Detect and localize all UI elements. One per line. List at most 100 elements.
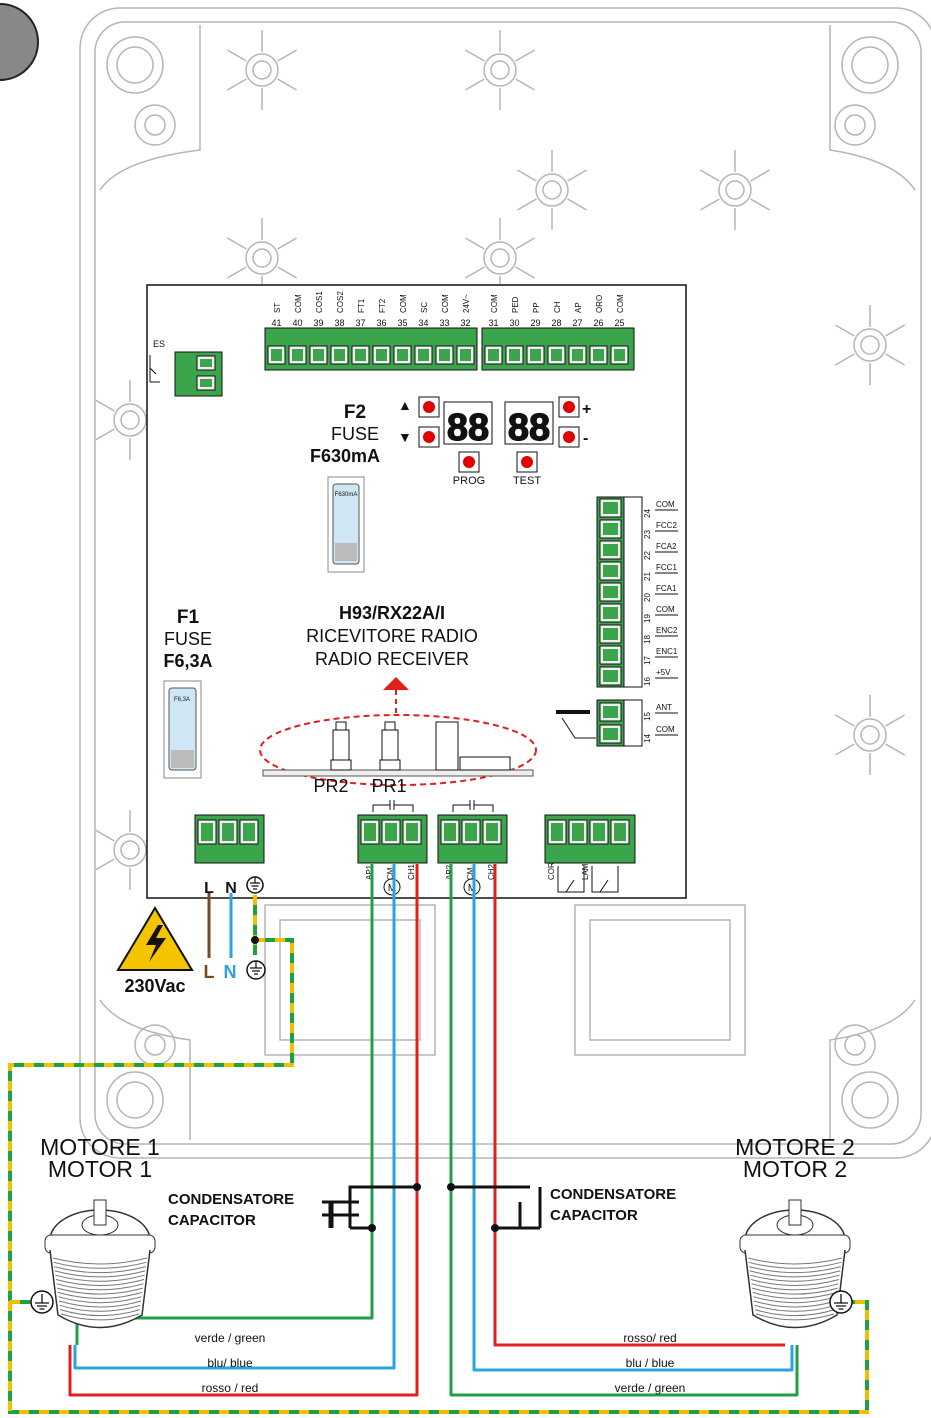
capacitor-1 [322, 1185, 414, 1228]
top-terminal-number: 26 [593, 318, 603, 328]
prog-label: PROG [453, 475, 485, 487]
motor-earth-icon [829, 1290, 853, 1314]
pr1-label: PR1 [371, 776, 406, 796]
radio-receiver: H93/RX22A/I RICEVITORE RADIO RADIO RECEI… [259, 603, 537, 796]
right-terminal-label: FCA1 [656, 584, 677, 593]
motor-symbol: M [388, 883, 396, 894]
capacitor1-line2: CAPACITOR [168, 1212, 256, 1229]
down-arrow-icon: ▼ [398, 429, 412, 445]
display-left [443, 401, 493, 445]
fuse-f2-name: F2 [344, 402, 366, 423]
l-label: L [204, 962, 215, 982]
motor2-title: MOTORE 2 [735, 1134, 855, 1160]
right-terminal-number: 23 [643, 530, 652, 539]
top-terminal-block: 41ST40COM39COS138COS237FT136FT235COM34SC… [264, 291, 635, 371]
bottom-terminal-label: CM [466, 867, 475, 880]
motor1-title: MOTORE 1 [40, 1134, 160, 1160]
top-terminal-number: 40 [292, 318, 302, 328]
standoff [834, 305, 906, 385]
top-terminal-number: 37 [355, 318, 365, 328]
top-terminal-number: 27 [572, 318, 582, 328]
top-terminal-label: COS1 [315, 291, 324, 313]
right-terminal-block: 24COM23FCC222FCA221FCC120FCA119COM18ENC2… [596, 496, 678, 688]
top-terminal-label: FT1 [357, 298, 366, 313]
bottom-terminal-label: CH1 [407, 863, 416, 880]
motor2-subtitle: MOTOR 2 [743, 1156, 847, 1182]
enclosure-standoffs [94, 30, 906, 890]
display-left-digits: 88 [447, 407, 489, 449]
voltage-label: 230Vac [124, 976, 185, 996]
standoff [226, 218, 298, 298]
motors [30, 1199, 853, 1329]
capacitor-2 [451, 1185, 542, 1228]
standoff [516, 150, 588, 230]
enclosure [79, 7, 931, 1159]
control-board [146, 284, 687, 899]
right-terminal-number: 17 [643, 656, 652, 665]
top-terminal-number: 39 [313, 318, 323, 328]
m2-wire-blue-label: blu / blue [626, 1356, 675, 1370]
top-terminal-label: PED [511, 296, 520, 313]
right-terminal-number: 22 [643, 551, 652, 560]
top-terminal-label: COM [616, 294, 625, 313]
display-right-digits: 88 [508, 407, 550, 449]
pcb-n-label: N [225, 880, 237, 897]
standoff [226, 30, 298, 110]
right-terminal-label: +5V [656, 668, 671, 677]
m2-wire-red-label: rosso/ red [623, 1331, 676, 1345]
right-terminal-number: 20 [643, 593, 652, 602]
up-arrow-icon: ▲ [398, 397, 412, 413]
top-terminal-label: COM [490, 294, 499, 313]
standoff [464, 30, 536, 110]
top-terminal-label: COM [399, 294, 408, 313]
es-connector: ES [149, 339, 223, 397]
m1-wire-green-label: verde / green [195, 1331, 266, 1345]
receiver-line1: RICEVITORE RADIO [306, 626, 478, 646]
right-terminal-number: 16 [643, 677, 652, 686]
plus-label: + [582, 401, 591, 418]
antenna-terminal-label: ANT [656, 703, 672, 712]
fuse-f1-rating: F6,3A [163, 651, 212, 671]
pcb-earth-icon [246, 876, 264, 894]
capacitor1-line1: CONDENSATORE [168, 1191, 294, 1208]
m1-wire-blue-label: blu/ blue [207, 1356, 253, 1370]
top-terminal-label: AP [574, 302, 583, 313]
right-terminal-label: FCC1 [656, 563, 677, 572]
right-terminal-label: FCC2 [656, 521, 677, 530]
standoff [834, 695, 906, 775]
test-label: TEST [513, 475, 541, 487]
earth-icon [246, 960, 266, 980]
pcb-l-label: L [204, 880, 214, 897]
top-terminal-label: PP [532, 302, 541, 313]
motor1-subtitle: MOTOR 1 [48, 1156, 152, 1182]
top-terminal-label: 24V~ [462, 294, 471, 313]
right-terminal-label: ENC1 [656, 647, 678, 656]
m1-wire-red-label: rosso / red [202, 1381, 259, 1395]
top-terminal-number: 35 [397, 318, 407, 328]
top-terminal-number: 38 [334, 318, 344, 328]
motor-icon [44, 1199, 156, 1329]
bottom-terminal-label: CM [386, 867, 395, 880]
fuse-f2-type: FUSE [331, 424, 379, 444]
right-terminal-label: COM [656, 605, 675, 614]
fuse-f1-type: FUSE [164, 629, 212, 649]
fuse-f1: F1 FUSE F6,3A F6,3A [163, 607, 213, 779]
fuse-f1-chip: F6,3A [174, 697, 190, 703]
top-terminal-number: 41 [271, 318, 281, 328]
capacitor2-line1: CONDENSATORE [550, 1186, 676, 1203]
right-terminal-label: FCA2 [656, 542, 677, 551]
fuse-f2-rating: F630mA [310, 446, 380, 466]
motor-earth-icon [30, 1290, 54, 1314]
antenna-terminal-number: 14 [643, 734, 652, 743]
top-terminal-number: 30 [509, 318, 519, 328]
pr2-label: PR2 [313, 776, 348, 796]
top-terminal-number: 25 [614, 318, 624, 328]
top-terminal-label: COM [441, 294, 450, 313]
top-terminal-number: 32 [460, 318, 470, 328]
wiring [8, 864, 869, 1414]
top-terminal-label: COM [294, 294, 303, 313]
display-right [504, 401, 554, 445]
right-terminal-number: 24 [643, 509, 652, 518]
